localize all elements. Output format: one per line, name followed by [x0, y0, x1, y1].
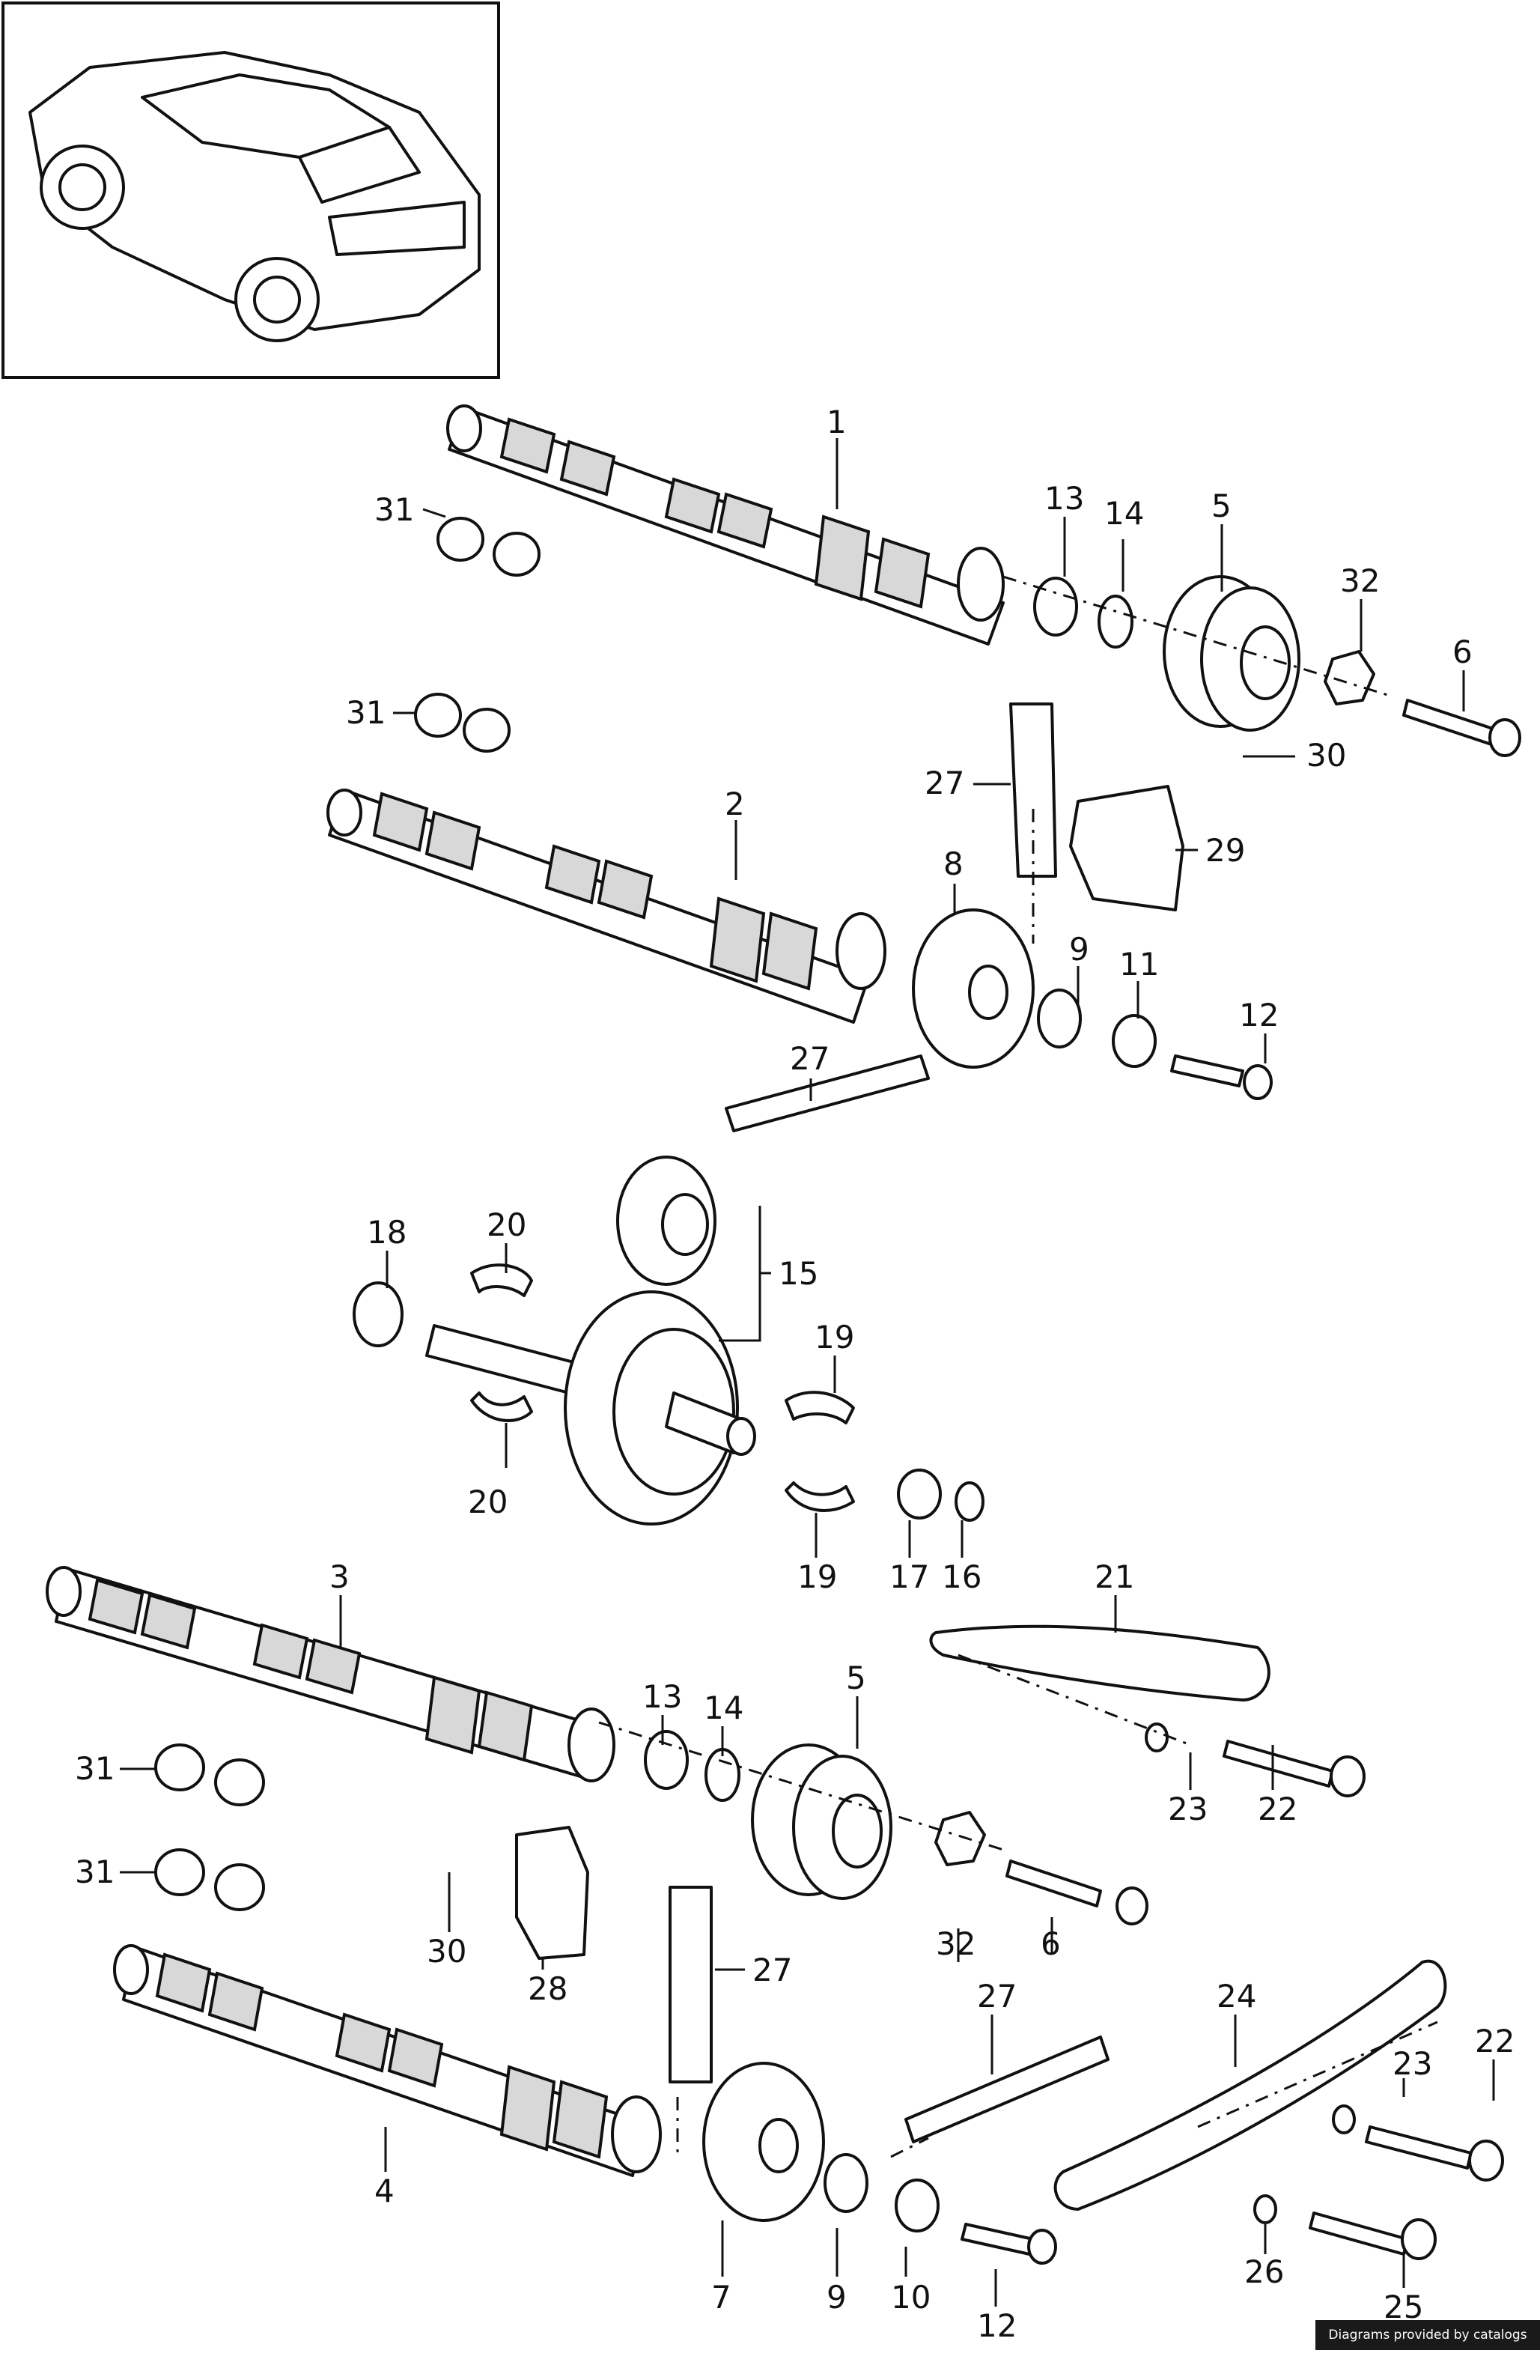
callout-9: 9: [1069, 931, 1089, 968]
callout-5: 5: [1211, 488, 1232, 524]
callout-27: 27: [977, 1978, 1017, 2015]
center-lines: [598, 575, 1438, 2158]
callout-4: 4: [374, 2173, 395, 2209]
callout-25: 25: [1384, 2289, 1423, 2325]
callout-19: 19: [815, 1319, 854, 1356]
callout-12: 12: [1239, 997, 1279, 1033]
leader-lines: [120, 438, 1495, 2307]
callout-5: 5: [846, 1660, 866, 1696]
callout-31: 31: [374, 491, 414, 528]
callout-23: 23: [1393, 2045, 1432, 2082]
callout-7: 7: [711, 2279, 731, 2316]
callout-8: 8: [943, 846, 964, 882]
callout-6: 6: [1041, 1925, 1061, 1962]
camshaft-adjuster-5-upper: [1163, 575, 1300, 732]
timing-chains-27: [669, 702, 1110, 2143]
intermediate-shaft-15: [425, 1156, 756, 1526]
callout-19: 19: [797, 1558, 837, 1595]
callout-15: 15: [779, 1255, 818, 1292]
sprocket-7: [702, 2062, 825, 2222]
callout-31: 31: [346, 694, 386, 731]
camshaft-3: [46, 1566, 615, 1782]
callout-9: 9: [827, 2279, 847, 2316]
callout-20: 20: [468, 1484, 508, 1520]
callout-23: 23: [1168, 1791, 1208, 1827]
bolts: [961, 699, 1521, 2265]
small-parts: [644, 577, 1504, 2260]
callout-31: 31: [75, 1854, 115, 1890]
callout-28: 28: [528, 1970, 567, 2007]
tensioner-29: [1069, 785, 1184, 911]
callout-3: 3: [329, 1558, 350, 1595]
callout-27: 27: [925, 765, 964, 801]
vehicle-thumbnail: [1, 1, 500, 379]
callout-14: 14: [704, 1690, 743, 1726]
credit-banner: Diagrams provided by catalogs parts: [1315, 2320, 1540, 2373]
callout-10: 10: [891, 2279, 931, 2316]
callout-24: 24: [1217, 1978, 1256, 2015]
callout-22: 22: [1475, 2023, 1515, 2059]
guide-rail-24: [1053, 1959, 1447, 2211]
camshaft-1: [446, 404, 1005, 646]
callout-21: 21: [1095, 1558, 1134, 1595]
guide-rail-21: [929, 1624, 1270, 1701]
callout-30: 30: [1306, 737, 1346, 774]
tappets-31: [154, 517, 541, 1911]
callout-32: 32: [1340, 562, 1380, 599]
callout-31: 31: [75, 1750, 115, 1787]
sprocket-8: [912, 908, 1035, 1069]
bearing-shells: [353, 1263, 984, 1522]
callout-29: 29: [1205, 832, 1245, 869]
callout-11: 11: [1119, 946, 1159, 983]
callout-30: 30: [427, 1933, 466, 1970]
callout-12: 12: [977, 2307, 1017, 2344]
callout-20: 20: [487, 1206, 526, 1243]
callout-17: 17: [889, 1558, 929, 1595]
callout-26: 26: [1244, 2253, 1284, 2290]
camshaft-adjuster-5-lower: [751, 1743, 892, 1900]
callout-13: 13: [1044, 480, 1084, 517]
callout-18: 18: [367, 1214, 407, 1251]
callout-27: 27: [790, 1040, 830, 1077]
camshaft-4: [113, 1944, 662, 2177]
callout-6: 6: [1452, 634, 1473, 670]
callout-13: 13: [642, 1678, 682, 1715]
camshaft-2: [326, 789, 886, 1024]
tensioner-28: [515, 1826, 589, 1960]
callout-2: 2: [725, 786, 745, 822]
callout-16: 16: [942, 1558, 981, 1595]
callout-labels: 1 13 14 5 32 6 31 31 30 27 29 2 8 9 11 1…: [75, 404, 1515, 2344]
callout-27: 27: [752, 1952, 792, 1988]
callout-14: 14: [1104, 495, 1144, 532]
callout-22: 22: [1258, 1791, 1297, 1827]
callout-1: 1: [827, 404, 847, 440]
callout-32: 32: [936, 1925, 976, 1962]
